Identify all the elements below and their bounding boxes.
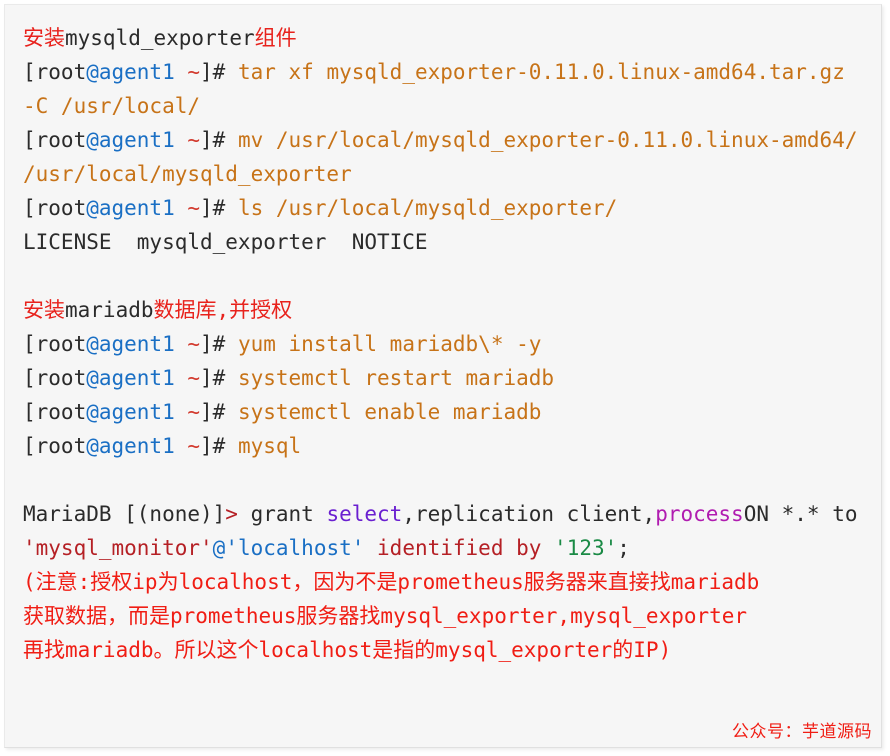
prompt-close: ]# xyxy=(200,332,238,356)
sql-grant-keyword: grant xyxy=(250,502,327,526)
terminal-command-line[interactable]: [root@agent1 ~]# systemctl enable mariad… xyxy=(23,395,867,429)
sql-semicolon: ; xyxy=(617,536,630,560)
heading-cn-suffix: 数据库,并授权 xyxy=(153,298,293,322)
prompt-open: [root xyxy=(23,366,87,390)
command-text: mysql xyxy=(237,434,302,458)
prompt-tilde: ~ xyxy=(174,196,201,220)
prompt-host: @agent1 xyxy=(86,400,175,424)
prompt-tilde: ~ xyxy=(174,60,201,84)
prompt-tilde: ~ xyxy=(174,366,201,390)
prompt-host: @agent1 xyxy=(86,332,175,356)
sql-keyword-process: process xyxy=(655,502,744,526)
annotation-line-1: (注意:授权ip为localhost，因为不是prometheus服务器来直接找… xyxy=(23,570,760,594)
terminal-command-line[interactable]: [root@agent1 ~]# mysql xyxy=(23,429,867,463)
command-text: systemctl restart mariadb xyxy=(237,366,555,390)
terminal-command-line[interactable]: [root@agent1 ~]# ls /usr/local/mysqld_ex… xyxy=(23,191,867,225)
heading-latin: mysqld_exporter xyxy=(65,26,255,50)
command-text: yum install mariadb\* -y xyxy=(237,332,542,356)
heading-latin: mariadb xyxy=(65,298,154,322)
watermark-footer: 公众号：芋道源码 xyxy=(732,722,872,742)
spacer xyxy=(23,463,867,497)
terminal-command-line[interactable]: [root@agent1 ~]# yum install mariadb\* -… xyxy=(23,327,867,361)
command-text: tar xf mysqld_exporter-0.11.0.linux-amd6… xyxy=(23,60,858,118)
sql-at-symbol: @ xyxy=(212,536,226,560)
prompt-open: [root xyxy=(23,434,87,458)
sql-privileges-middle: ,replication client, xyxy=(402,502,656,526)
prompt-host: @agent1 xyxy=(86,60,175,84)
section-heading-install-mysqld-exporter: 安装mysqld_exporter组件 xyxy=(23,21,867,55)
terminal-output-line: LICENSE mysqld_exporter NOTICE xyxy=(23,230,428,254)
prompt-close: ]# xyxy=(200,60,238,84)
annotation-line-3: 再找mariadb。所以这个localhost是指的mysql_exporter… xyxy=(23,638,672,662)
terminal-command-line[interactable]: [root@agent1 ~]# mv /usr/local/mysqld_ex… xyxy=(23,123,867,191)
code-panel: 安装mysqld_exporter组件 [root@agent1 ~]# tar… xyxy=(4,4,882,748)
prompt-tilde: ~ xyxy=(174,400,201,424)
command-text: mv /usr/local/mysqld_exporter-0.11.0.lin… xyxy=(23,128,871,186)
prompt-host: @agent1 xyxy=(86,128,175,152)
prompt-open: [root xyxy=(23,128,87,152)
sql-on-clause: ON *.* to xyxy=(743,502,871,526)
prompt-close: ]# xyxy=(200,128,238,152)
prompt-close: ]# xyxy=(200,434,238,458)
prompt-open: [root xyxy=(23,196,87,220)
heading-cn-suffix: 组件 xyxy=(254,26,297,50)
prompt-close: ]# xyxy=(200,400,238,424)
prompt-open: [root xyxy=(23,400,87,424)
heading-cn-prefix: 安装 xyxy=(23,298,65,322)
prompt-open: [root xyxy=(23,60,87,84)
prompt-host: @agent1 xyxy=(86,366,175,390)
prompt-close: ]# xyxy=(200,366,238,390)
mariadb-grant-statement[interactable]: MariaDB [(none)]> grant select,replicati… xyxy=(23,497,867,565)
prompt-open: [root xyxy=(23,332,87,356)
mariadb-prompt: MariaDB [(none)] xyxy=(23,502,226,526)
spacer xyxy=(23,259,867,293)
prompt-tilde: ~ xyxy=(174,332,201,356)
command-text: systemctl enable mariadb xyxy=(237,400,542,424)
prompt-host: @agent1 xyxy=(86,196,175,220)
sql-user-string: 'mysql_monitor' xyxy=(23,536,213,560)
command-text: ls /usr/local/mysqld_exporter/ xyxy=(237,196,618,220)
terminal-command-line[interactable]: [root@agent1 ~]# tar xf mysqld_exporter-… xyxy=(23,55,867,123)
annotation-line-2: 获取数据，而是prometheus服务器找mysql_exporter,mysq… xyxy=(23,604,748,628)
section-heading-install-mariadb: 安装mariadb数据库,并授权 xyxy=(23,293,867,327)
heading-cn-prefix: 安装 xyxy=(23,26,65,50)
prompt-tilde: ~ xyxy=(174,128,201,152)
prompt-close: ]# xyxy=(200,196,238,220)
prompt-host: @agent1 xyxy=(86,434,175,458)
terminal-command-line[interactable]: [root@agent1 ~]# systemctl restart maria… xyxy=(23,361,867,395)
sql-host-string: 'localhost' xyxy=(225,536,365,560)
sql-keyword-select: select xyxy=(326,502,403,526)
mariadb-prompt-arrow: > xyxy=(225,502,251,526)
sql-identified-by: identified by xyxy=(364,536,555,560)
sql-password-string: '123' xyxy=(554,536,618,560)
prompt-tilde: ~ xyxy=(174,434,201,458)
